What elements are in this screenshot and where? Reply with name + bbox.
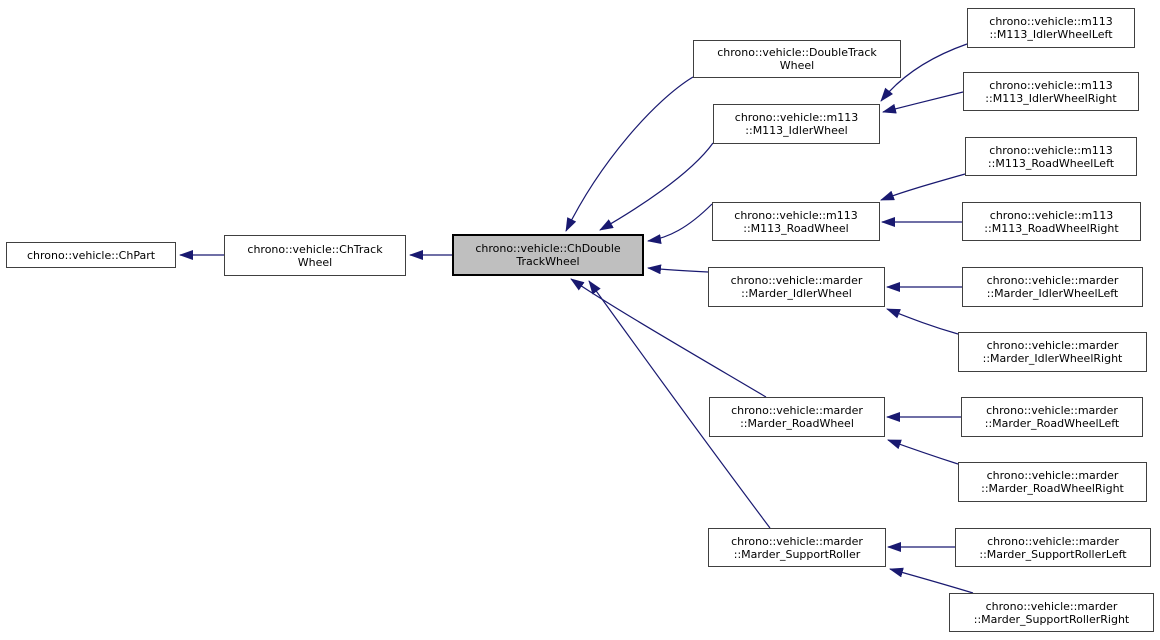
node-label: chrono::vehicle::m113 [734,111,859,124]
node-label: chrono::vehicle::marder [731,534,863,548]
edge-marder-idlerwheelright-to-marder-idlerwheel [886,308,959,335]
node-label: ::Marder_IdlerWheel [741,287,852,300]
node-label: chrono::vehicle::marder [986,274,1119,287]
node-label: chrono::vehicle::marder [987,534,1119,548]
node-label: chrono::vehicle::marder [986,469,1119,482]
node-label: ::Marder_IdlerWheelRight [982,352,1123,365]
edge-m113-idlerwheelleft-to-m113-idlerwheel [880,43,968,102]
node-label: ::M113_IdlerWheel [745,124,848,137]
node-chdoubletrackwheel-current: chrono::vehicle::ChDouble TrackWheel [452,234,644,276]
node-marder-idlerwheelleft[interactable]: chrono::vehicle::marder ::Marder_IdlerWh… [962,267,1143,307]
node-label: ::Marder_SupportRollerLeft [979,547,1127,561]
node-label: chrono::vehicle::ChPart [26,248,156,262]
node-label: ::Marder_IdlerWheelLeft [986,287,1119,300]
node-label: ::M113_RoadWheelLeft [987,156,1115,170]
edge-marder-supportroller-to-chdoubletrackwheel [588,280,771,529]
edge-m113-idlerwheel-to-chdoubletrackwheel [599,142,714,231]
node-label: chrono::vehicle::ChTrack [247,242,383,256]
node-label: chrono::vehicle::m113 [734,208,858,222]
node-m113-idlerwheel[interactable]: chrono::vehicle::m113 ::M113_IdlerWheel [713,104,880,144]
node-label: chrono::vehicle::marder [731,404,863,417]
node-marder-supportrollerright[interactable]: chrono::vehicle::marder ::Marder_Support… [949,593,1154,632]
node-label: ::Marder_RoadWheel [740,417,854,430]
node-label: ::Marder_RoadWheelLeft [984,417,1120,430]
node-label: ::Marder_SupportRollerRight [973,612,1130,626]
node-m113-roadwheelright[interactable]: chrono::vehicle::m113 ::M113_RoadWheelRi… [962,202,1141,241]
node-marder-supportrollerleft[interactable]: chrono::vehicle::marder ::Marder_Support… [955,528,1151,567]
node-label: ::Marder_RoadWheelRight [981,482,1124,495]
node-marder-roadwheelleft[interactable]: chrono::vehicle::marder ::Marder_RoadWhe… [961,397,1143,437]
node-label: chrono::vehicle::ChDouble [475,242,621,255]
edge-m113-idlerwheelright-to-m113-idlerwheel [882,91,964,114]
edge-marder-roadwheelright-to-marder-roadwheel [887,439,959,465]
node-label: chrono::vehicle::DoubleTrack [717,46,877,59]
node-label: chrono::vehicle::marder [730,274,863,287]
node-label: ::M113_IdlerWheelLeft [989,28,1113,41]
node-doubletrackwheel[interactable]: chrono::vehicle::DoubleTrack Wheel [693,40,901,78]
node-chpart[interactable]: chrono::vehicle::ChPart [6,242,176,268]
node-marder-idlerwheel[interactable]: chrono::vehicle::marder ::Marder_IdlerWh… [708,267,885,307]
node-m113-idlerwheelright[interactable]: chrono::vehicle::m113 ::M113_IdlerWheelR… [963,72,1139,111]
node-m113-idlerwheelleft[interactable]: chrono::vehicle::m113 ::M113_IdlerWheelL… [967,8,1135,48]
edge-marder-roadwheel-to-chdoubletrackwheel [570,278,767,398]
node-label: chrono::vehicle::marder [986,339,1119,352]
node-label: Wheel [297,255,333,269]
node-label: TrackWheel [516,255,580,268]
node-label: chrono::vehicle::m113 [989,208,1114,222]
node-marder-idlerwheelright[interactable]: chrono::vehicle::marder ::Marder_IdlerWh… [958,332,1147,372]
node-label: chrono::vehicle::marder [985,599,1118,613]
node-label: chrono::vehicle::m113 [989,143,1113,157]
node-label: ::Marder_SupportRoller [733,547,861,561]
node-m113-roadwheel[interactable]: chrono::vehicle::m113 ::M113_RoadWheel [712,202,880,241]
node-label: chrono::vehicle::m113 [989,78,1113,92]
node-marder-roadwheel[interactable]: chrono::vehicle::marder ::Marder_RoadWhe… [709,397,885,437]
node-label: ::M113_RoadWheel [743,221,849,235]
node-marder-roadwheelright[interactable]: chrono::vehicle::marder ::Marder_RoadWhe… [958,462,1147,502]
node-m113-roadwheelleft[interactable]: chrono::vehicle::m113 ::M113_RoadWheelLe… [965,137,1137,176]
edge-doubletrackwheel-to-chdoubletrackwheel [565,76,694,232]
edge-marder-supportrollerright-to-marder-supportroller [889,567,974,594]
edge-marder-idlerwheel-to-chdoubletrackwheel [647,264,709,275]
edge-m113-roadwheelleft-to-m113-roadwheel [880,173,966,201]
node-label: chrono::vehicle::m113 [989,15,1113,28]
node-label: Wheel [779,59,815,72]
node-label: chrono::vehicle::marder [986,404,1118,417]
edge-m113-roadwheel-to-chdoubletrackwheel [647,203,713,245]
node-chtrackwheel[interactable]: chrono::vehicle::ChTrack Wheel [224,235,406,276]
node-label: ::M113_IdlerWheelRight [985,91,1117,105]
node-marder-supportroller[interactable]: chrono::vehicle::marder ::Marder_Support… [708,528,886,567]
node-label: ::M113_RoadWheelRight [984,221,1119,235]
